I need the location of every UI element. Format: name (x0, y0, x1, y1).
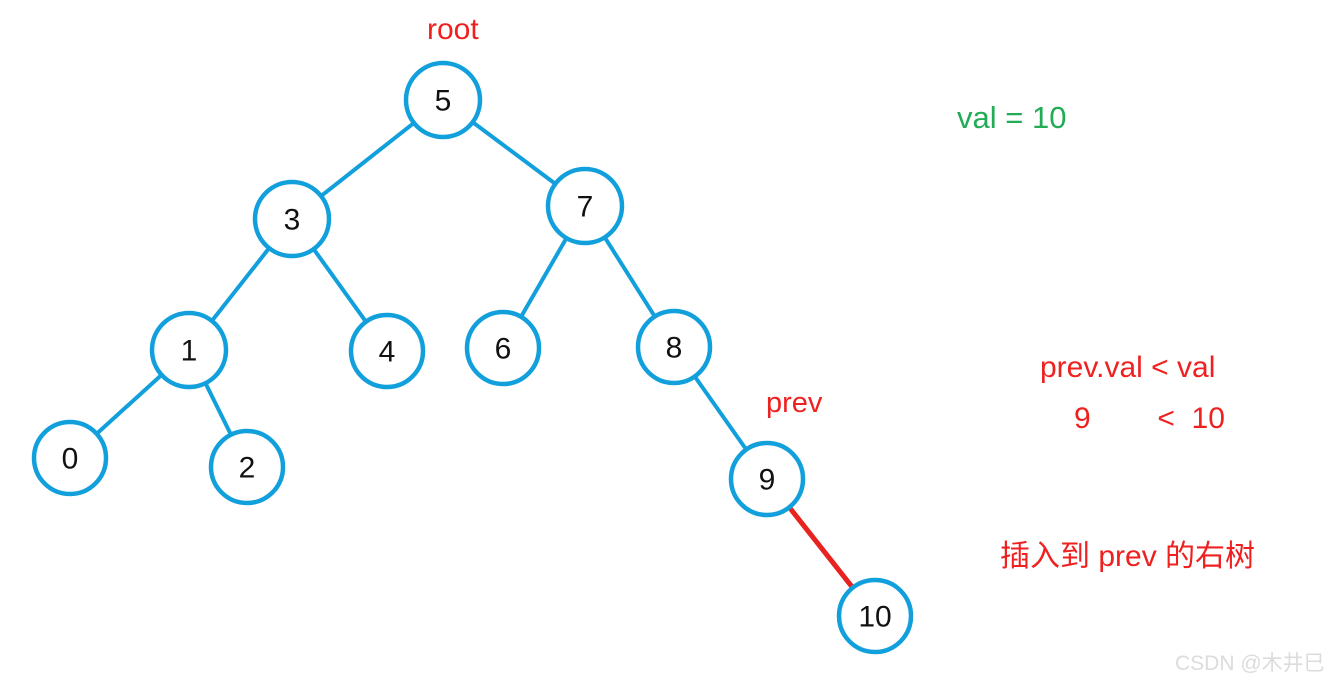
comparison-expression-label: prev.val < val (1040, 351, 1216, 384)
tree-edge-n3-n1 (210, 246, 271, 323)
tree-edge-n5-n7 (471, 120, 557, 186)
tree-edge-n7-n6 (519, 236, 568, 318)
tree-node-value: 1 (181, 335, 198, 368)
prev-label: prev (766, 387, 823, 419)
tree-node-value: 2 (239, 452, 256, 485)
comparison-values-label: 9 < 10 (1074, 402, 1225, 435)
tree-edge-n3-n4 (312, 247, 368, 323)
tree-node-6[interactable]: 6 (464, 309, 542, 387)
tree-node-value: 4 (379, 336, 396, 369)
tree-node-circle (31, 419, 109, 497)
tree-node-circle (545, 166, 625, 246)
tree-node-circle (728, 440, 806, 518)
tree-node-circle (149, 310, 229, 390)
tree-node-value: 5 (435, 85, 452, 118)
tree-edge-n1-n0 (95, 373, 163, 436)
tree-node-circle (348, 312, 426, 390)
tree-node-circle (464, 309, 542, 387)
csdn-watermark: CSDN @木井巳 (1175, 652, 1325, 675)
chinese-note-label: 插入到 prev 的右树 (1000, 540, 1256, 573)
tree-edges-group (95, 120, 855, 590)
tree-edge-n9-n10 (787, 505, 855, 590)
tree-edge-n5-n3 (319, 121, 416, 198)
tree-node-3[interactable]: 3 (252, 179, 332, 259)
tree-edge-n7-n8 (603, 236, 657, 318)
tree-node-circle (403, 60, 483, 140)
tree-node-circle (252, 179, 332, 259)
tree-node-circle (836, 577, 914, 655)
tree-node-5[interactable]: 5 (403, 60, 483, 140)
tree-node-circle (635, 308, 713, 386)
tree-node-circle (208, 428, 286, 506)
val-assignment-label: val = 10 (957, 100, 1067, 135)
tree-nodes-group: 5 3 7 1 4 6 8 0 2 9 10 (31, 60, 914, 655)
tree-node-9[interactable]: 9 (728, 440, 806, 518)
tree-node-0[interactable]: 0 (31, 419, 109, 497)
tree-node-8[interactable]: 8 (635, 308, 713, 386)
tree-node-1[interactable]: 1 (149, 310, 229, 390)
tree-node-10[interactable]: 10 (836, 577, 914, 655)
tree-edge-n1-n2 (203, 382, 233, 436)
tree-node-4[interactable]: 4 (348, 312, 426, 390)
tree-node-value: 3 (284, 204, 301, 237)
tree-edge-n8-n9 (693, 375, 748, 451)
tree-node-value: 8 (666, 332, 683, 365)
tree-node-value: 0 (62, 443, 79, 476)
root-label: root (427, 13, 479, 46)
tree-node-2[interactable]: 2 (208, 428, 286, 506)
tree-node-value: 7 (577, 191, 594, 224)
tree-node-7[interactable]: 7 (545, 166, 625, 246)
tree-node-value: 9 (759, 464, 776, 497)
tree-node-value: 6 (495, 333, 512, 366)
tree-node-value: 10 (858, 601, 891, 634)
